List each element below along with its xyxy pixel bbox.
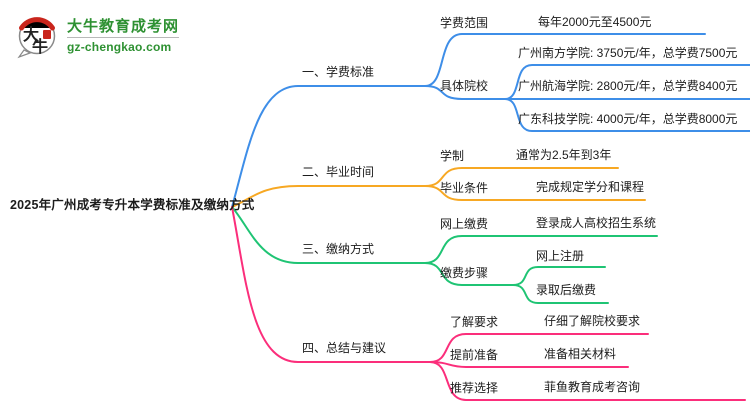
branch-summary-label: 四、总结与建议 [302,341,387,355]
school-3-line [504,98,750,132]
online-pay-label: 网上缴费 [440,217,489,231]
pay-step-2-line [512,284,609,304]
online-pay-line [424,235,658,264]
school-1-line [504,64,750,100]
pay-step-1-line [512,266,606,286]
schools-label: 具体院校 [440,79,489,93]
fee-range-label: 学费范围 [440,16,489,30]
branch-time-main-line [231,185,426,208]
branch-time-label: 二、毕业时间 [302,165,375,179]
branch-pay-label: 三、缴纳方式 [302,242,375,256]
pay-step-2-value: 录取后缴费 [536,283,597,297]
branch-pay-lines [231,206,658,304]
branch-summary-main-line [231,206,431,363]
graduation-cond-line [424,185,646,201]
branch-fee-range-line [424,33,706,87]
branch-pay-main-line [231,206,426,264]
branch-fee-main-line [231,85,426,208]
logo-divider [67,36,180,38]
recommend-value: 菲鱼教育成考咨询 [544,380,641,394]
site-url: gz-chengkao.com [67,39,172,54]
study-length-value: 通常为2.5年到3年 [516,148,612,162]
pay-step-1-value: 网上注册 [536,249,585,263]
pay-steps-label: 缴费步骤 [440,266,489,280]
know-req-value: 仔细了解院校要求 [544,314,641,328]
branch-time-lines [231,167,646,208]
recommend-label: 推荐选择 [450,381,499,395]
online-pay-value: 登录成人高校招生系统 [536,216,657,230]
branch-fee-label: 一、学费标准 [302,65,375,79]
prepare-label: 提前准备 [450,348,499,362]
study-length-line [424,167,619,187]
daniu-logo-icon: 大 牛 [17,17,56,59]
branch-fee-schools-line [424,85,750,100]
recommend-line [429,361,746,401]
fee-range-value: 每年2000元至4500元 [538,15,652,29]
school-3-value: 广东科技学院: 4000元/年，总学费8000元 [518,112,738,126]
graduation-cond-value: 完成规定学分和课程 [536,180,645,194]
pay-steps-line [424,262,514,286]
branch-fee-lines [231,33,750,208]
prepare-value: 准备相关材料 [544,347,617,361]
know-req-label: 了解要求 [450,315,499,329]
know-req-line [429,333,649,363]
root-node: 2025年广州成考专升本学费标准及缴纳方式 [10,198,255,212]
logo-char-2: 牛 [32,37,48,56]
site-logo[interactable]: 大 牛 大牛教育成考网 gz-chengkao.com [14,12,180,59]
branch-summary-lines [231,206,746,401]
study-length-label: 学制 [440,149,465,163]
site-name: 大牛教育成考网 [67,17,180,35]
logo-char-1: 大 [23,25,39,44]
school-1-value: 广州南方学院: 3750元/年，总学费7500元 [518,46,738,60]
school-2-value: 广州航海学院: 2800元/年，总学费8400元 [518,79,738,93]
graduation-cond-label: 毕业条件 [440,181,489,195]
logo-text-block: 大牛教育成考网 gz-chengkao.com [67,17,180,54]
